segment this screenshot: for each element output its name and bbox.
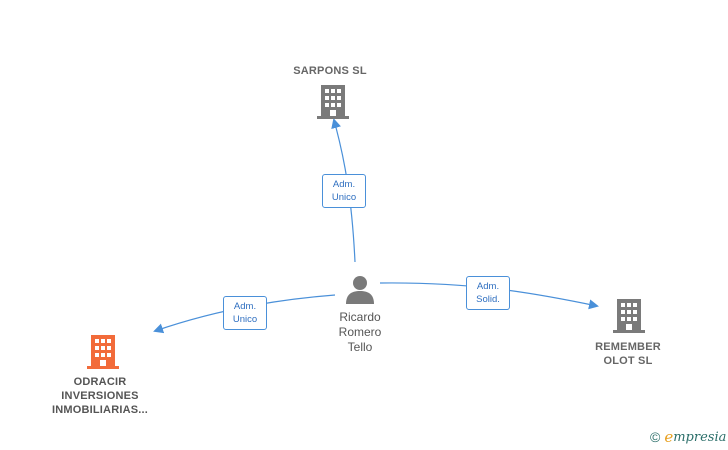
edge-label-sarpons: Adm. Unico	[322, 174, 366, 208]
company-name-line-3: INMOBILIARIAS...	[51, 404, 149, 416]
edge-label-line-2: Solid.	[476, 294, 500, 305]
edge-label-line-2: Unico	[331, 192, 357, 203]
person-icon[interactable]	[344, 274, 376, 304]
person-name-line-3: Tello	[347, 340, 373, 354]
edge-label-line-1: Adm.	[476, 281, 500, 292]
company-name-line-2: INVERSIONES	[61, 390, 139, 402]
edge-label-odracir: Adm. Unico	[223, 296, 267, 330]
company-name-line-2: OLOT SL	[603, 355, 653, 367]
building-icon[interactable]	[612, 298, 646, 334]
person-name-line-2: Romero	[338, 325, 382, 339]
company-label-sarpons[interactable]: SARPONS SL	[270, 64, 390, 78]
company-label-odracir[interactable]: ODRACIR INVERSIONES INMOBILIARIAS...	[30, 375, 170, 417]
company-name-line-1: REMEMBER	[595, 341, 661, 353]
company-name-sarpons: SARPONS SL	[293, 65, 367, 77]
company-label-remember[interactable]: REMEMBER OLOT SL	[578, 340, 678, 368]
edge-label-remember: Adm. Solid.	[466, 276, 510, 310]
brand-name: mpresia	[673, 429, 727, 445]
edge-label-line-1: Adm.	[332, 179, 356, 190]
edge-label-line-1: Adm.	[233, 301, 257, 312]
building-icon[interactable]	[86, 334, 120, 370]
person-name-line-1: Ricardo	[339, 310, 381, 324]
person-label-center[interactable]: Ricardo Romero Tello	[310, 310, 410, 355]
company-name-line-1: ODRACIR	[73, 376, 127, 388]
copyright-icon: ©	[650, 429, 661, 445]
brand-initial: e	[664, 428, 674, 446]
edge-label-line-2: Unico	[232, 314, 258, 325]
building-icon[interactable]	[316, 84, 350, 120]
